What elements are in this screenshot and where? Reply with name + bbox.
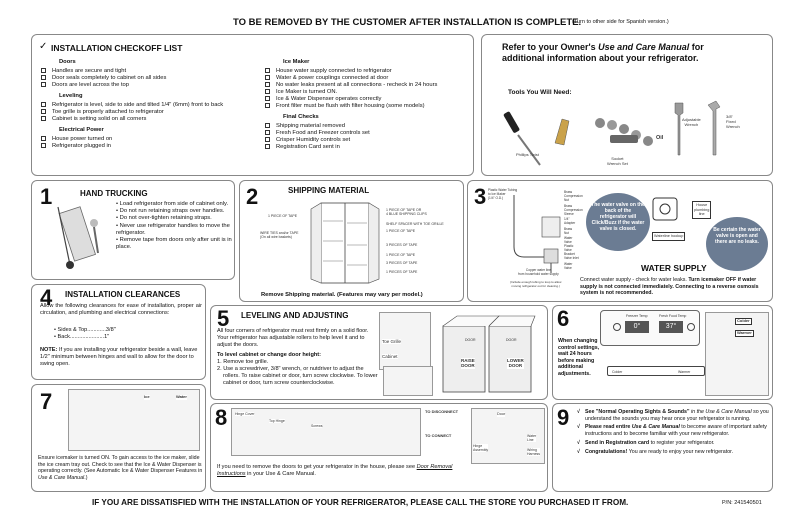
freezer-down-button[interactable] — [613, 323, 621, 331]
food-display: 37° — [659, 321, 683, 333]
hinge-illustration — [231, 408, 421, 456]
bit-icon — [554, 118, 570, 146]
checkoff-panel: ✓ INSTALLATION CHECKOFF LIST Doors Handl… — [31, 34, 474, 176]
s4-body: Allow the following clearances for ease … — [40, 303, 202, 316]
freezer-display: 0° — [625, 321, 649, 333]
s7-text: Ensure icemaker is turned ON. To gain ac… — [38, 455, 203, 481]
fixed-wrench-icon — [707, 100, 721, 156]
checklist-item[interactable]: Fresh Food and Freezer controls set — [265, 130, 473, 137]
water-supply-title: WATER SUPPLY — [641, 263, 707, 273]
s6-text: When changing control settings, wait 24 … — [558, 338, 600, 377]
checkoff-right-col: Ice Maker House water supply connected t… — [265, 59, 473, 151]
checklist-item[interactable]: Crisper Humidity controls set — [265, 137, 473, 144]
oil-label: Oil — [656, 135, 664, 141]
section-7: 7 Ice Water Ensure icemaker is turned ON… — [31, 384, 206, 492]
checkoff-title: INSTALLATION CHECKOFF LIST — [51, 43, 183, 53]
valve-icon — [652, 197, 678, 221]
checklist-item[interactable]: Cabinet is setting solid on all corners — [41, 116, 271, 123]
header-title: TO BE REMOVED BY THE CUSTOMER AFTER INST… — [233, 17, 582, 28]
water-supply-text: Connect water supply - check for water l… — [580, 277, 759, 297]
s5-body: All four corners of refrigerator must re… — [217, 328, 378, 386]
section-6: 6 When changing control settings, wait 2… — [552, 305, 773, 400]
checklist-item[interactable]: House water supply connected to refriger… — [265, 68, 473, 75]
s4-note: NOTE: If you are installing your refrige… — [40, 347, 198, 367]
adjustable-label: Adjustable Wrench — [682, 117, 701, 127]
s2-title: SHIPPING MATERIAL — [288, 186, 370, 195]
s4-clearances: • Sides & Top............3/8" • Back....… — [54, 327, 116, 340]
checklist-item[interactable]: Registration Card sent in — [265, 144, 473, 151]
section-8: 8 Hinge Cover Top Hinge Screws TO DISCON… — [210, 403, 548, 492]
socket-label: Socket Wrench Set — [607, 156, 628, 166]
hand-truck-illustration — [57, 206, 99, 269]
bubble-2: Be certain the water valve is open and t… — [706, 217, 768, 271]
fridge-open-illustration — [310, 202, 380, 284]
socket-set-icon — [595, 118, 653, 146]
s2-caption: Remove Shipping material. (Features may … — [261, 292, 423, 298]
checklist-item[interactable]: Ice & Water Dispenser operates correctly — [265, 96, 473, 103]
section-3: 3 Plastic Water Tubing to Ice Maker (1/4… — [467, 180, 773, 302]
wrench38-label: 3/8" Fixed Wrench — [726, 114, 740, 129]
s5-title: LEVELING AND ADJUSTING — [241, 311, 349, 320]
checklist-item[interactable]: Water & power couplings connected at doo… — [265, 75, 473, 82]
section-4: 4 INSTALLATION CLEARANCES Allow the foll… — [31, 284, 206, 380]
checklist-item[interactable]: Doors are level across the top — [41, 82, 271, 89]
checklist-item[interactable]: Shipping material removed — [265, 123, 473, 130]
refer-text: Refer to your Owner's Use and Care Manua… — [502, 42, 704, 63]
section-2: 2 SHIPPING MATERIAL 1 PIECE OF TAPE WIRE… — [239, 180, 464, 302]
s8-text: If you need to remove the doors to get y… — [217, 464, 453, 477]
slider-control[interactable]: Colder Warmer — [607, 366, 705, 376]
spanish-note: (Turn to other side for Spanish version.… — [572, 19, 669, 25]
section-5: 5 LEVELING AND ADJUSTING All four corner… — [210, 305, 548, 400]
checkoff-left-col: Doors Handles are secure and tight Door … — [41, 59, 271, 150]
checklist-item[interactable]: Door seals completely to cabinet on all … — [41, 75, 271, 82]
food-up-button[interactable] — [687, 323, 695, 331]
section-1: 1 HAND TRUCKING • Load refrigerator from… — [31, 180, 235, 280]
footer-text: IF YOU ARE DISSATISFIED WITH THE INSTALL… — [92, 498, 629, 507]
checklist-item[interactable]: House power turned on — [41, 136, 271, 143]
s9-list: √See "Normal Operating Sights & Sounds" … — [577, 409, 769, 455]
adjustable-wrench-icon — [674, 102, 684, 156]
tools-panel: Refer to your Owner's Use and Care Manua… — [481, 34, 773, 176]
water-valve-diagram — [513, 195, 561, 273]
checklist-item[interactable]: Refrigerator is level, side to side and … — [41, 102, 271, 109]
s1-title: HAND TRUCKING — [80, 189, 148, 198]
checkmark-icon: ✓ — [39, 41, 48, 52]
checklist-item[interactable]: No water leaks present at all connection… — [265, 82, 473, 89]
checklist-item[interactable]: Refrigerator plugged in — [41, 143, 271, 150]
part-number: P/N: 241540501 — [722, 500, 762, 506]
screwdriver-icon — [503, 111, 541, 166]
control-panel: Freezer Temp Fresh Food Temp 0° 37° — [600, 310, 700, 346]
checklist-item[interactable]: Front filter must be flush with filter h… — [265, 103, 473, 110]
section-9: 9 √See "Normal Operating Sights & Sounds… — [552, 403, 773, 492]
checklist-item[interactable]: Toe grille is properly attached to refri… — [41, 109, 271, 116]
roller-illustration — [383, 366, 433, 396]
crisper-illustration — [705, 312, 769, 396]
door-removal-link[interactable]: Door Removal Instructions — [217, 464, 453, 477]
fridge-doors-illustration — [442, 315, 536, 393]
bubble-1: The water valve on the back of the refri… — [586, 193, 650, 251]
checklist-item[interactable]: Ice Maker is turned ON. — [265, 89, 473, 96]
s4-title: INSTALLATION CLEARANCES — [65, 290, 181, 299]
s1-list: • Load refrigerator from side of cabinet… — [116, 201, 232, 251]
tools-title: Tools You Will Need: — [508, 89, 572, 96]
phillips-label: Phillips Twist — [516, 152, 539, 157]
checklist-item[interactable]: Handles are secure and tight — [41, 68, 271, 75]
